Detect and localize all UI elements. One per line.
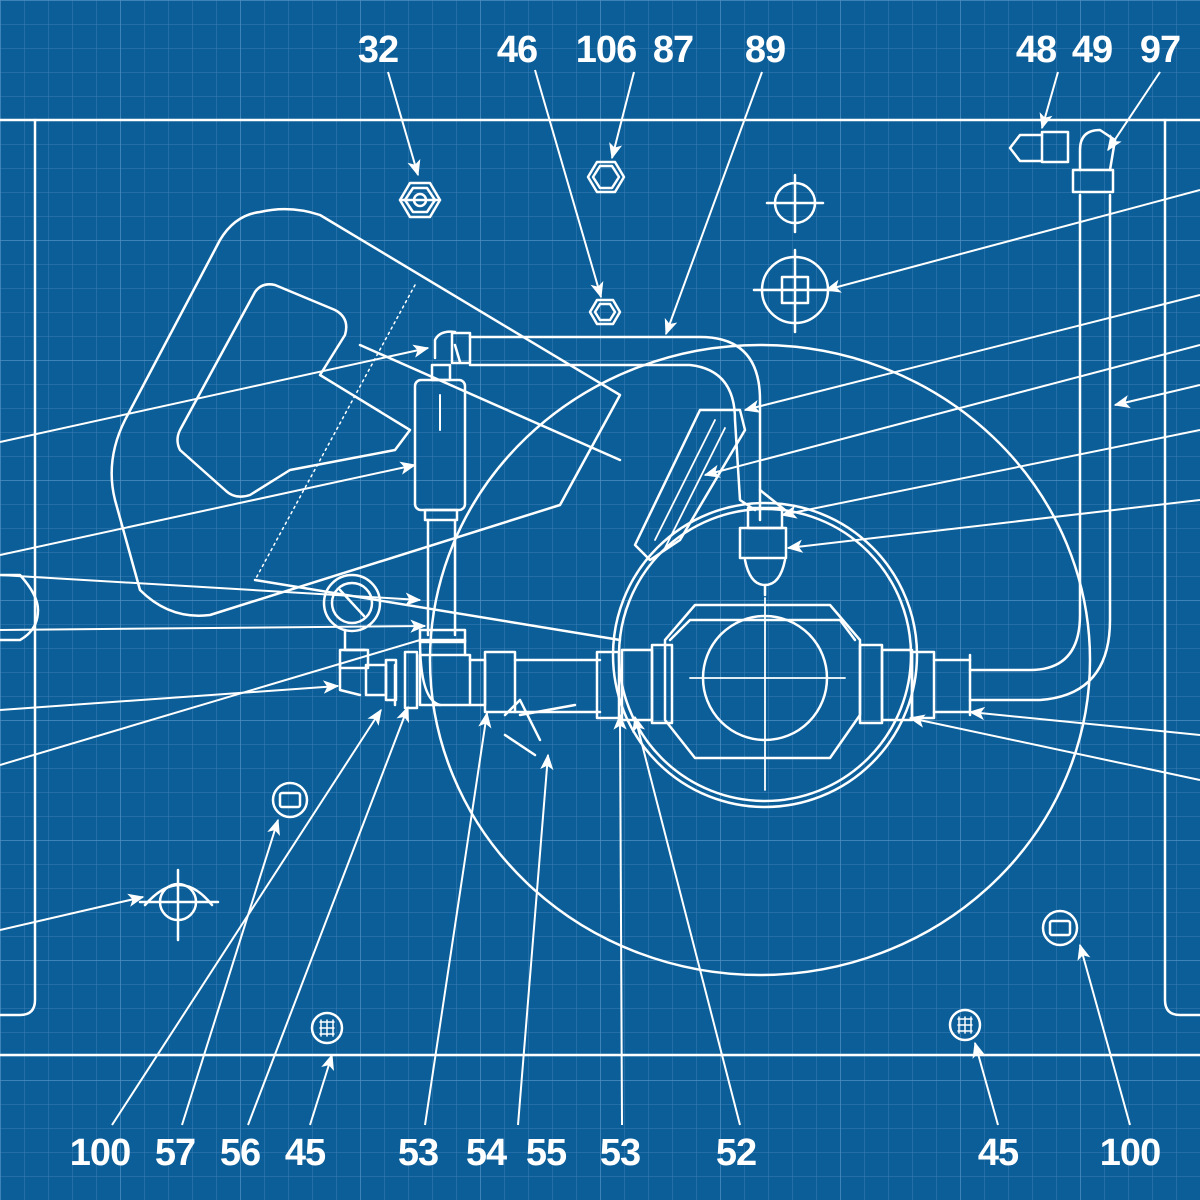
mount-hole-left	[138, 868, 220, 942]
bottom-callouts: 100 57 56 45 53 54 55 53 52 45 100	[70, 1132, 1161, 1174]
callout-49: 49	[1072, 29, 1112, 71]
callout-53-right: 53	[600, 1132, 640, 1174]
top-callouts: 32 46 106 87 89 48 49 97	[358, 29, 1181, 71]
leader-right-6	[786, 499, 1200, 553]
leader-106-87	[609, 71, 635, 160]
leader-right-8	[908, 714, 1200, 781]
leader-left-3	[0, 619, 427, 633]
leader-45-right	[972, 1041, 999, 1126]
sight-glass	[633, 408, 747, 562]
square-boss-right	[1041, 909, 1079, 947]
leader-right-7	[968, 706, 1200, 736]
callout-45-right: 45	[978, 1132, 1019, 1174]
leader-45-left	[309, 1053, 334, 1126]
callout-97: 97	[1140, 29, 1180, 71]
callout-48: 48	[1016, 29, 1056, 71]
leader-56	[247, 705, 409, 1126]
grid-bolt-left	[310, 1011, 344, 1045]
leader-left-1	[0, 344, 430, 443]
callout-55: 55	[526, 1132, 567, 1174]
callout-52: 52	[716, 1132, 756, 1174]
leader-52	[632, 715, 741, 1126]
callout-87: 87	[653, 29, 693, 71]
leader-32	[387, 71, 421, 177]
square-boss-left	[271, 781, 309, 819]
pressure-gauge	[322, 573, 398, 702]
callout-45-left: 45	[285, 1132, 326, 1174]
leader-right-5	[780, 429, 1200, 519]
leader-lines	[0, 69, 1200, 1126]
callout-57: 57	[155, 1132, 195, 1174]
leader-right-1	[824, 189, 1200, 293]
filter-column	[413, 330, 472, 644]
crosshair-hole-1	[765, 173, 825, 234]
lever-housing	[110, 207, 622, 642]
leader-46	[534, 69, 604, 299]
leader-53-left	[424, 711, 492, 1126]
hex-nut-32	[398, 181, 442, 219]
callout-100-left: 100	[70, 1132, 130, 1174]
leader-left-7	[0, 574, 422, 606]
leader-54-55	[517, 753, 554, 1126]
callout-53-left: 53	[398, 1132, 438, 1174]
callout-54: 54	[466, 1132, 507, 1174]
leader-97	[1107, 71, 1161, 152]
leader-48-49	[1039, 71, 1059, 130]
pump-body	[663, 597, 862, 791]
leader-right-2	[743, 294, 1200, 413]
leader-left-2	[0, 461, 417, 556]
callout-32: 32	[358, 29, 398, 71]
leader-left-6	[0, 893, 145, 931]
callout-89: 89	[745, 29, 785, 71]
leader-left-5	[0, 639, 421, 766]
leader-53-right	[613, 713, 627, 1126]
leader-100-right	[1077, 943, 1131, 1126]
callout-100-right: 100	[1100, 1132, 1160, 1174]
callout-46: 46	[497, 29, 537, 71]
panel-frame	[0, 118, 1200, 1057]
hex-nut-46	[588, 298, 622, 326]
callout-106: 106	[576, 29, 636, 71]
leader-right-4	[1113, 384, 1200, 409]
leader-left-4	[0, 680, 340, 711]
callout-56: 56	[220, 1132, 260, 1174]
grid-bolt-right	[948, 1008, 982, 1042]
leader-right-3	[703, 344, 1200, 478]
leader-89	[664, 71, 763, 336]
hex-nut-106	[586, 160, 626, 194]
leader-57	[181, 818, 280, 1126]
